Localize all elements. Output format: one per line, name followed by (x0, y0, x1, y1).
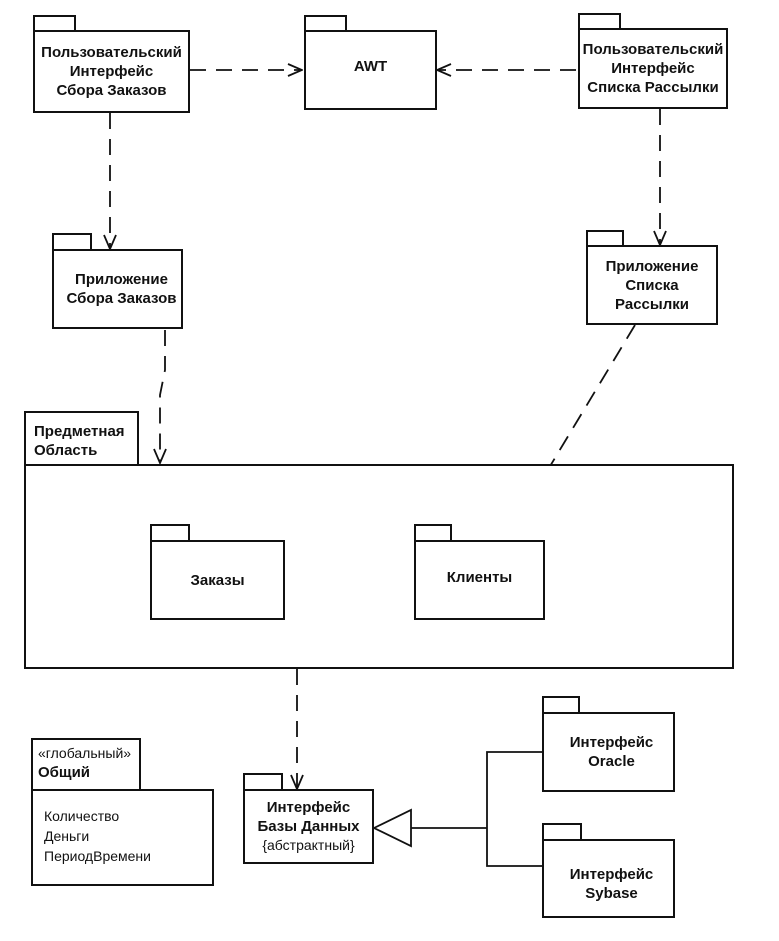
generalization-lines (411, 751, 542, 867)
package-awt (304, 30, 437, 110)
package-awt-label: AWT (353, 57, 388, 75)
package-domain (24, 464, 734, 669)
package-tab-domain (24, 411, 139, 466)
generalization-triangle (371, 808, 412, 848)
package-common (31, 789, 214, 886)
package-db-interface (243, 789, 374, 864)
package-tab-common (31, 738, 141, 791)
package-clients-label: Клиенты (446, 569, 513, 586)
package-clients (414, 540, 545, 620)
package-oracle (542, 712, 675, 792)
package-orders (150, 540, 285, 620)
package-orders-label: Заказы (190, 571, 245, 589)
package-sybase (542, 839, 675, 918)
package-app-orders (52, 249, 183, 329)
package-ui-orders (33, 30, 190, 113)
package-common-header: «глобальный»Общий (38, 745, 132, 781)
dependency-app-orders-to-domain (160, 330, 165, 463)
package-ui-mailing (578, 28, 728, 109)
package-app-mailing (586, 245, 718, 325)
